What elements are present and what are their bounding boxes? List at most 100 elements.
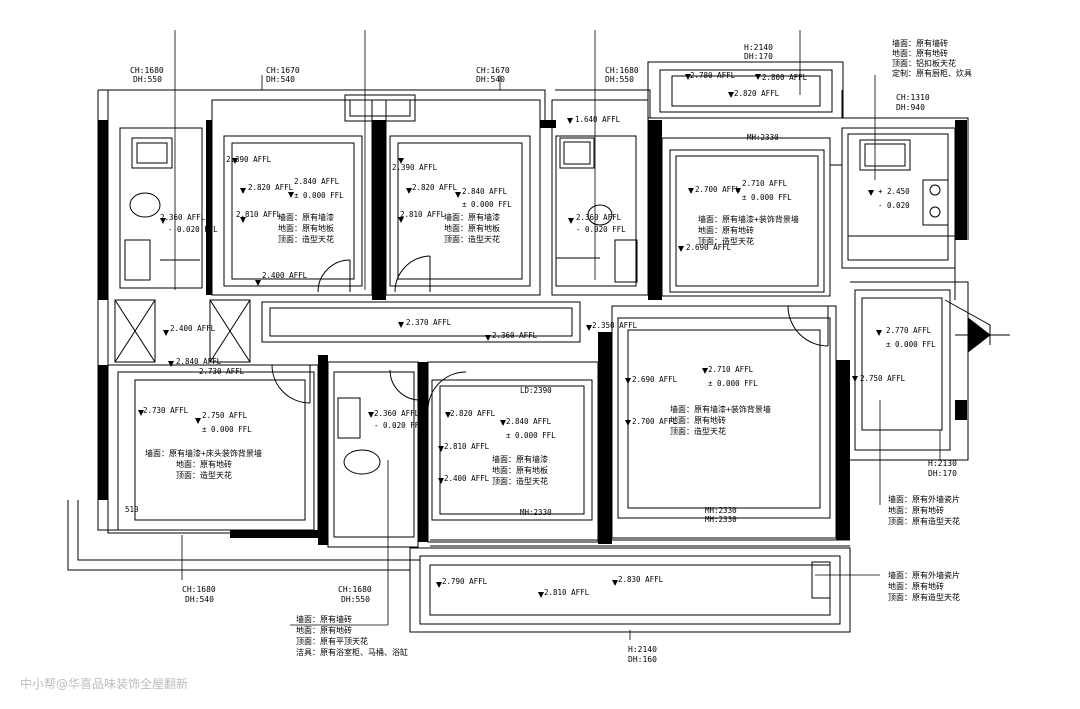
note-line: 墙面：原有墙漆+装饰背景墙 xyxy=(698,214,799,224)
material-notes: 墙面：原有墙砖 地面：原有地砖 顶面：铝扣板天花 定制：原有厨柜、炊具 墙面：原… xyxy=(145,38,972,657)
level-label: 2.820 AFFL xyxy=(412,183,458,192)
note-line: 墙面：原有墙漆+装饰背景墙 xyxy=(670,404,771,414)
tag-dh: DH:170 xyxy=(928,469,957,478)
note-line: 顶面：造型天花 xyxy=(670,426,726,436)
level-label: LD:2390 xyxy=(520,386,552,395)
note-line: 地面：原有地砖 xyxy=(888,505,944,515)
note-line: 墙面：原有墙砖 xyxy=(296,614,352,624)
level-label: 2.840 AFFL xyxy=(462,187,508,196)
note-line: 顶面：原有造型天花 xyxy=(888,592,960,602)
level-label: 2.400 AFFL xyxy=(444,474,490,483)
tag-ch: CH:1670 xyxy=(266,66,300,75)
tag-dh: DH:540 xyxy=(266,75,295,84)
level-label: 2.840 AFFL xyxy=(176,357,222,366)
level-label: ± 0.000 FFL xyxy=(294,191,344,200)
level-label: 2.700 AFFL xyxy=(695,185,741,194)
level-label: 2.710 AFFL xyxy=(708,365,754,374)
note-line: 地面：原有地板 xyxy=(444,223,500,233)
note-line: 顶面：原有平顶天花 xyxy=(296,636,368,646)
bedroom-c xyxy=(427,361,599,543)
level-label: 2.690 AFFL xyxy=(686,243,732,252)
level-label: 2.800 AFFL xyxy=(762,73,808,82)
tag-ch: CH:1310 xyxy=(896,93,930,102)
leader-lines xyxy=(174,30,941,640)
level-label: ± 0.000 FFL xyxy=(708,379,758,388)
level-label: MH:2330 xyxy=(520,508,552,517)
note-line: 墙面：原有外墙瓷片 xyxy=(888,494,960,504)
level-label: 2.690 AFFL xyxy=(632,375,678,384)
level-label: ± 0.000 FFL xyxy=(202,425,252,434)
level-label: 2.840 AFFL xyxy=(294,177,340,186)
level-label: ± 0.000 FFL xyxy=(506,431,556,440)
bedroom-a xyxy=(211,99,373,296)
level-label: 2.400 AFFL xyxy=(170,324,216,333)
tag-dh: DH:170 xyxy=(744,52,773,61)
level-label: ± 0.000 FFL xyxy=(742,193,792,202)
note-line: 墙面：原有墙漆+床头装饰背景墙 xyxy=(145,448,262,458)
level-label: 2.820 AFFL xyxy=(450,409,496,418)
level-label: 2.790 AFFL xyxy=(442,577,488,586)
level-label: - 0.020 xyxy=(878,201,910,210)
level-label: MH:2330 xyxy=(747,133,779,142)
right-room xyxy=(854,289,1010,451)
note-line: 墙面：原有墙漆 xyxy=(444,212,500,222)
note-line: 顶面：造型天花 xyxy=(444,234,500,244)
level-label: 2.840 AFFL xyxy=(506,417,552,426)
level-label: 2.400 AFFL xyxy=(262,271,308,280)
bathroom-mid xyxy=(327,361,421,548)
tag-ch: CH:1680 xyxy=(605,66,639,75)
note-line: 顶面：铝扣板天花 xyxy=(892,58,956,68)
note-line: 地面：原有地砖 xyxy=(296,625,352,635)
level-label: - 0.020 FFL xyxy=(168,225,218,234)
tag-dh: DH:540 xyxy=(185,595,214,604)
level-label: 2.820 AFFL xyxy=(248,183,294,192)
level-label: MH:2330 xyxy=(705,515,737,524)
level-label: 2.780 AFFL xyxy=(690,71,736,80)
level-label: + 2.450 xyxy=(878,187,910,196)
level-label: 2.810 AFFL xyxy=(444,442,490,451)
note-line: 顶面：原有造型天花 xyxy=(888,516,960,526)
tag-dh: DH:160 xyxy=(628,655,657,664)
level-label: 2.710 AFFL xyxy=(742,179,788,188)
tag-dh: DH:550 xyxy=(133,75,162,84)
tag-dh: DH:540 xyxy=(476,75,505,84)
note-line: 顶面：造型天花 xyxy=(492,476,548,486)
tag-ch: CH:1680 xyxy=(338,585,372,594)
level-label: 2.360 AFFL xyxy=(374,409,420,418)
note-line: 顶面：造型天花 xyxy=(698,236,754,246)
level-labels: 2.780 AFFL 2.800 AFFL 2.820 AFFL MH:2330… xyxy=(125,71,936,597)
note-line: 地面：原有地砖 xyxy=(892,48,948,58)
level-label: 2.810 AFFL xyxy=(544,588,590,597)
bathroom-right xyxy=(551,99,649,296)
level-label: ± 0.000 FFL xyxy=(886,340,936,349)
level-label: 2.370 AFFL xyxy=(406,318,452,327)
watermark-text: 中小帮@华喜品味装饰全屋翻新 xyxy=(20,676,188,691)
tag-h: H:2140 xyxy=(628,645,657,654)
level-label: 2.360 AFFL xyxy=(160,213,206,222)
tag-h: H:2140 xyxy=(744,43,773,52)
note-line: 地面：原有地砖 xyxy=(670,415,726,425)
note-line: 地面：原有地板 xyxy=(492,465,548,475)
note-line: 地面：原有地砖 xyxy=(888,581,944,591)
note-line: 墙面：原有外墙瓷片 xyxy=(888,570,960,580)
note-line: 顶面：造型天花 xyxy=(278,234,334,244)
level-label: 2.700 AFFL xyxy=(632,417,678,426)
note-line: 顶面：造型天花 xyxy=(176,470,232,480)
note-line: 墙面：原有墙漆 xyxy=(278,212,334,222)
level-label: 2.830 AFFL xyxy=(618,575,664,584)
note-line: 墙面：原有墙漆 xyxy=(492,454,548,464)
level-label: 2.810 AFFL xyxy=(236,210,282,219)
level-label: 1.640 AFFL xyxy=(575,115,621,124)
level-label: 2.750 AFFL xyxy=(202,411,248,420)
ceiling-tags: CH:1680 DH:550 CH:1670 DH:540 CH:1670 DH… xyxy=(130,43,957,664)
note-line: 墙面：原有墙砖 xyxy=(892,38,948,48)
kitchen xyxy=(841,127,956,269)
note-line: 洁具：原有浴室柜、马桶、浴缸 xyxy=(296,647,408,657)
level-label: 2.390 AFFL xyxy=(392,163,438,172)
thick-walls xyxy=(98,120,967,545)
level-label: 2.750 AFFL xyxy=(860,374,906,383)
level-label: - 0.020 FFL xyxy=(576,225,626,234)
tag-dh: DH:940 xyxy=(896,103,925,112)
note-line: 定制：原有厨柜、炊具 xyxy=(892,68,972,78)
